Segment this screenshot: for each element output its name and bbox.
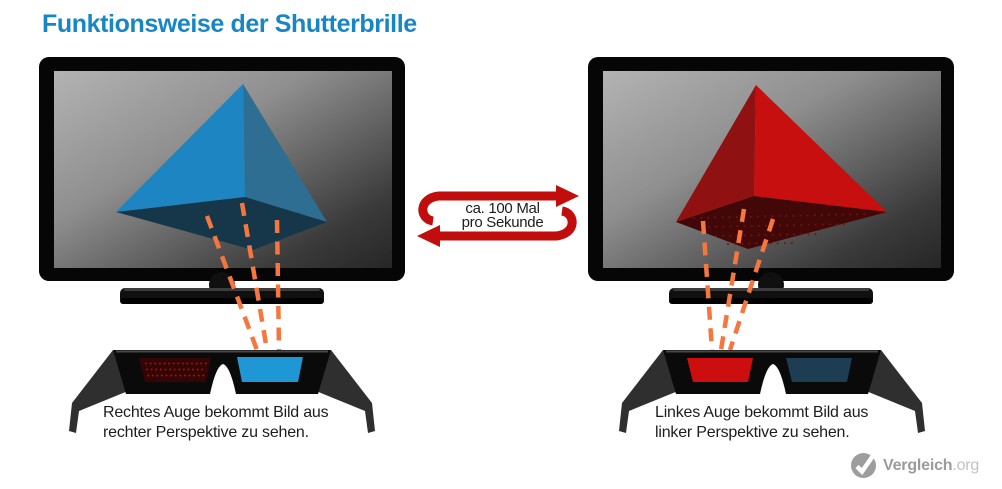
logo-suffix-text: .org [952, 456, 980, 474]
tv-stand-base-highlight [673, 288, 869, 291]
cycle-arrow-top-head [556, 185, 579, 207]
pyramid-face-right [243, 84, 327, 222]
check-circle-icon [851, 453, 876, 478]
cycle-arrow-top [418, 191, 556, 226]
glasses-nose-notch [210, 364, 236, 394]
page-title: Funktionsweise der Shutterbrille [42, 10, 417, 38]
logo-brand-text: Vergleich [883, 456, 953, 474]
tv-stand-base-highlight [124, 288, 320, 291]
caption-left-line1: Rechtes Auge bekommt Bild aus [103, 404, 329, 421]
pyramid-red [676, 85, 887, 249]
caption-right-line1: Linkes Auge bekommt Bild aus [655, 404, 869, 421]
light-beams-left [204, 202, 282, 351]
shutter-glasses-right [619, 350, 925, 433]
cycle-rate-line1: ca. 100 Mal [465, 200, 540, 217]
cycle-rate-line2: pro Sekunde [461, 214, 544, 231]
caption-left-line2: rechter Perspektive zu sehen. [103, 424, 309, 441]
pyramid-face-left [116, 84, 245, 212]
light-beam-dashes-icon [239, 202, 270, 351]
lens-left-open [687, 358, 753, 382]
cycle-rate-label: ca. 100 Mal pro Sekunde [440, 200, 565, 231]
tv-stand-base-shadow [669, 298, 873, 304]
caption-left: Rechtes Auge bekommt Bild aus rechter Pe… [103, 403, 329, 443]
pyramid-face-bottom [676, 196, 887, 249]
light-beam-dashes-icon [204, 215, 260, 351]
lens-right-closed [786, 358, 852, 382]
lens-right-open [237, 357, 303, 382]
lens-closed-dot-texture [145, 362, 207, 377]
light-beam-dashes-icon [718, 208, 747, 351]
glasses-temple-left [69, 350, 128, 433]
caption-right-line2: linker Perspektive zu sehen. [655, 424, 850, 441]
tv-stand-base-shadow [120, 298, 324, 304]
tv-right [588, 57, 954, 304]
pyramid-face-bottom [116, 197, 327, 250]
glasses-nose-notch [760, 364, 786, 394]
pyramid-face-right [754, 85, 887, 212]
light-beam-dashes-icon [274, 219, 282, 351]
cycle-arrows-icon [417, 185, 579, 247]
pyramid-blue [116, 84, 327, 250]
shutter-glasses-left [69, 350, 375, 433]
caption-right: Linkes Auge bekommt Bild aus linker Pers… [655, 403, 868, 443]
glasses-temple-right [316, 350, 375, 433]
cycle-arrow-bottom [440, 206, 577, 241]
pyramid-bottom-dot-texture [693, 213, 869, 245]
light-beam-dashes-icon [727, 218, 776, 351]
glasses-temple-right [866, 350, 925, 433]
glasses-temple-left [619, 350, 678, 433]
vergleich-logo: Vergleich.org [850, 452, 979, 479]
pyramid-face-left [676, 85, 756, 222]
light-beam-dashes-icon [700, 220, 715, 351]
cycle-arrow-bottom-head [417, 225, 440, 247]
light-beams-right [700, 208, 776, 351]
